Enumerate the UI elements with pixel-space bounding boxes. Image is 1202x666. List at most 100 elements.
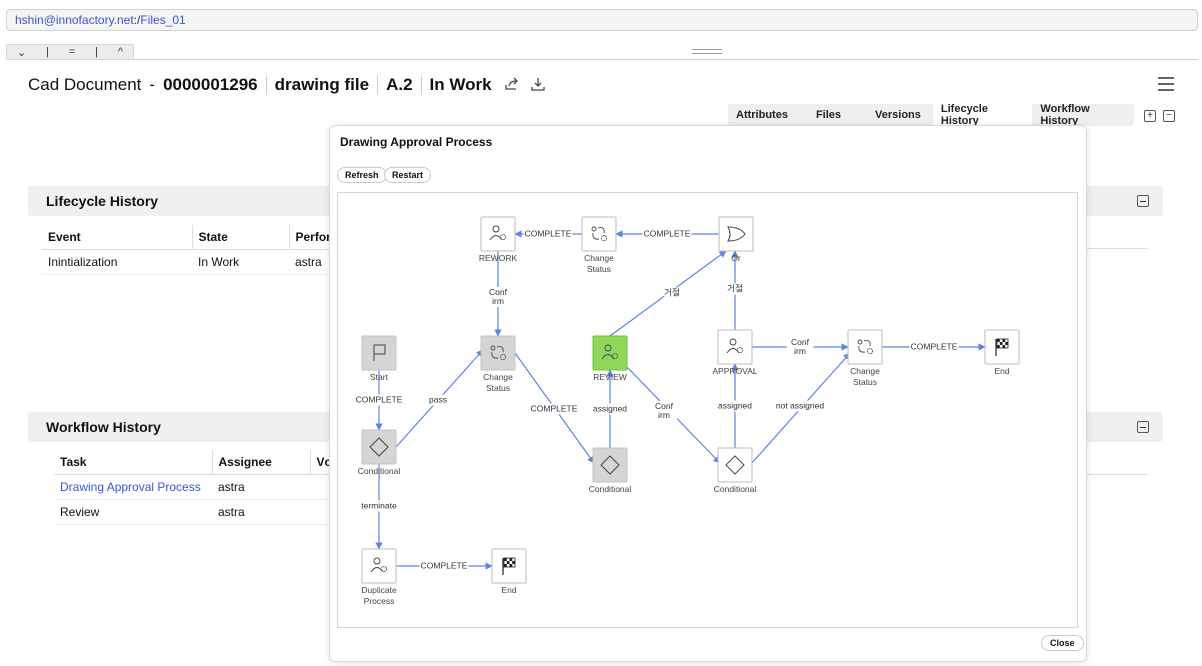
- column-header[interactable]: Task: [54, 450, 213, 475]
- node-label: Status: [853, 377, 877, 387]
- menu-icon[interactable]: [1158, 77, 1174, 91]
- person-gear-icon: [601, 344, 619, 360]
- title-divider: [265, 75, 267, 95]
- workflow-table: Task Assignee Vc Drawing Approval Proces…: [54, 450, 344, 525]
- workflow-node-approval[interactable]: APPROVAL: [712, 329, 758, 376]
- expand-up-icon[interactable]: ^: [117, 46, 124, 58]
- edge-label: not assigned: [764, 400, 836, 412]
- node-label: End: [501, 585, 516, 595]
- table-row[interactable]: Drawing Approval Process astra: [54, 474, 344, 500]
- person-gear-icon: [726, 338, 744, 354]
- workflow-node-or[interactable]: Or: [718, 216, 754, 263]
- svg-text:거절: 거절: [664, 288, 680, 298]
- title-dash: -: [149, 75, 156, 94]
- diamond-icon: [600, 455, 620, 475]
- divider: |: [46, 46, 49, 58]
- resize-grip-icon[interactable]: [692, 49, 722, 54]
- share-icon[interactable]: [504, 77, 519, 94]
- collapse-all-icon[interactable]: −: [1163, 110, 1175, 122]
- checkered-flag-icon: [502, 557, 516, 575]
- modal-title: Drawing Approval Process: [340, 135, 493, 149]
- workflow-node-start[interactable]: Start: [361, 335, 397, 382]
- restart-button[interactable]: Restart: [384, 167, 432, 183]
- checkered-flag-icon: [995, 338, 1009, 356]
- path-separator: :/: [133, 13, 141, 27]
- collapse-down-icon[interactable]: ⌄: [16, 46, 27, 59]
- node-label: Duplicate: [361, 585, 397, 595]
- cell-assignee: astra: [212, 499, 310, 525]
- svg-text:assigned: assigned: [593, 404, 627, 414]
- edge-label: COMPLETE: [909, 341, 959, 353]
- title-divider: [377, 75, 379, 95]
- path-folder-link[interactable]: Files_01: [140, 13, 186, 27]
- cell-task-link[interactable]: Drawing Approval Process: [54, 474, 212, 500]
- workflow-node-end_bottom[interactable]: End: [491, 548, 527, 595]
- expand-all-icon[interactable]: +: [1144, 110, 1156, 122]
- status-change-icon: [857, 339, 874, 355]
- node-label: Process: [364, 596, 395, 606]
- workflow-node-end_right[interactable]: End: [984, 329, 1020, 376]
- table-row[interactable]: Review astra: [54, 499, 344, 525]
- divider: |: [95, 46, 98, 58]
- tab-versions[interactable]: Versions: [875, 109, 921, 121]
- page-title: Cad Document - 0000001296 drawing file A…: [28, 72, 545, 98]
- tab-attributes[interactable]: Attributes: [736, 109, 788, 121]
- svg-text:Conf: Conf: [655, 401, 674, 411]
- edge-label: assigned: [585, 403, 635, 415]
- detail-tabs: Attributes Files Versions Lifecycle Hist…: [728, 100, 1134, 130]
- panel-view-controls: ⌄ | = | ^: [6, 44, 134, 60]
- svg-text:COMPLETE: COMPLETE: [644, 229, 691, 239]
- split-view-icon[interactable]: =: [68, 46, 76, 58]
- status-change-icon: [591, 226, 608, 242]
- workflow-node-cond_right[interactable]: Conditional: [714, 447, 757, 494]
- refresh-button[interactable]: Refresh: [337, 167, 387, 183]
- table-row[interactable]: Inintialization In Work astra: [42, 249, 342, 275]
- node-label: Conditional: [358, 466, 401, 476]
- svg-text:assigned: assigned: [718, 401, 752, 411]
- download-icon[interactable]: [530, 77, 545, 94]
- table-header-row: Event State Perfor: [42, 225, 342, 250]
- workflow-node-review[interactable]: REVIEW: [592, 335, 628, 382]
- path-user-link[interactable]: hshin@innofactory.net: [15, 13, 134, 27]
- tab-files[interactable]: Files: [815, 109, 842, 121]
- edge-label: terminate: [351, 500, 407, 512]
- tab-workflow-history[interactable]: Workflow History: [1040, 103, 1090, 127]
- collapse-icon[interactable]: [1137, 421, 1149, 433]
- cell-state: In Work: [192, 249, 289, 275]
- column-header[interactable]: Event: [42, 225, 193, 250]
- cell-task: Review: [54, 499, 212, 525]
- column-header[interactable]: State: [192, 225, 290, 250]
- flag-icon: [373, 344, 386, 361]
- or-gate-icon: [727, 226, 746, 242]
- node-label: Start: [370, 372, 389, 382]
- edge-label: COMPLETE: [419, 560, 469, 572]
- document-number: 0000001296: [163, 75, 258, 94]
- edge-label: 거절: [664, 287, 680, 299]
- diamond-icon: [725, 455, 745, 475]
- status-change-icon: [490, 345, 507, 361]
- workflow-node-cond_left[interactable]: Conditional: [358, 429, 401, 476]
- cell-event: Inintialization: [42, 249, 192, 275]
- workflow-node-rework[interactable]: REWORK: [479, 216, 518, 263]
- node-label: REVIEW: [593, 372, 627, 382]
- edge-label: COMPLETE: [642, 228, 692, 240]
- diamond-icon: [369, 437, 389, 457]
- lifecycle-table: Event State Perfor Inintialization In Wo…: [42, 225, 342, 275]
- edge-label: COMPLETE: [523, 228, 573, 240]
- column-header[interactable]: Assignee: [212, 450, 311, 475]
- section-title: Lifecycle History: [46, 193, 159, 209]
- close-button[interactable]: Close: [1041, 635, 1084, 651]
- collapse-icon[interactable]: [1137, 195, 1149, 207]
- svg-text:COMPLETE: COMPLETE: [356, 395, 403, 405]
- workflow-node-cond_mid[interactable]: Conditional: [589, 447, 632, 494]
- document-name: drawing file: [274, 75, 370, 94]
- node-label: Change: [850, 366, 880, 376]
